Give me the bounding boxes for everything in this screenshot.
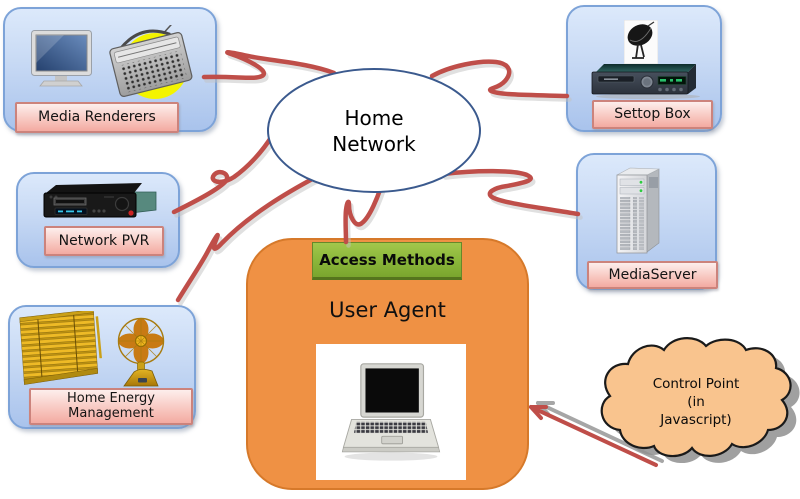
fan-icon bbox=[117, 317, 165, 387]
server-tower-icon bbox=[616, 167, 660, 254]
home-network-label: Home Network bbox=[332, 105, 416, 156]
link-media-server bbox=[440, 168, 581, 217]
tv-icon bbox=[31, 30, 92, 87]
radio-icon bbox=[109, 25, 193, 99]
user-agent-title: User Agent bbox=[329, 298, 446, 322]
node-media-server: MediaServer bbox=[576, 153, 718, 290]
access-methods-badge: Access Methods bbox=[312, 242, 462, 280]
control-point-cloud: Control Point (in Javascript) bbox=[600, 337, 800, 464]
node-home-energy: Home Energy Management bbox=[8, 305, 196, 429]
node-label: MediaServer bbox=[587, 261, 718, 289]
user-agent-panel: Access Methods User Agent bbox=[246, 238, 529, 490]
laptop-icon bbox=[341, 362, 441, 461]
node-label-text: Settop Box bbox=[614, 106, 691, 123]
node-label: Home Energy Management bbox=[29, 388, 193, 425]
settop-box-icon bbox=[591, 64, 700, 100]
control-point-line2: (in bbox=[687, 394, 705, 410]
node-label-text: MediaServer bbox=[608, 266, 697, 283]
node-network-pvr: Network PVR bbox=[16, 172, 180, 268]
node-label: Settop Box bbox=[592, 100, 713, 129]
node-label-text: Home Energy Management bbox=[66, 390, 156, 421]
cloud-shape bbox=[600, 337, 792, 458]
laptop-photo bbox=[316, 344, 466, 480]
control-point-line1: Control Point bbox=[653, 376, 740, 392]
node-label-text: Network PVR bbox=[58, 232, 150, 249]
node-media-renderers: Media Renderers bbox=[3, 7, 217, 133]
satellite-dish-icon bbox=[624, 20, 658, 64]
pvr-deck-icon bbox=[43, 183, 157, 218]
window-blinds-icon bbox=[19, 311, 102, 385]
node-label: Network PVR bbox=[44, 226, 164, 256]
access-methods-text: Access Methods bbox=[319, 251, 455, 269]
home-network-hub: Home Network bbox=[267, 68, 481, 193]
node-label: Media Renderers bbox=[15, 102, 179, 133]
node-settop-box: Settop Box bbox=[566, 5, 722, 132]
node-label-text: Media Renderers bbox=[38, 109, 156, 126]
control-point-line3: Javascript) bbox=[659, 412, 731, 428]
link-user-agent bbox=[343, 184, 384, 245]
link-media-renderers bbox=[201, 50, 337, 81]
link-network-pvr bbox=[171, 133, 275, 215]
